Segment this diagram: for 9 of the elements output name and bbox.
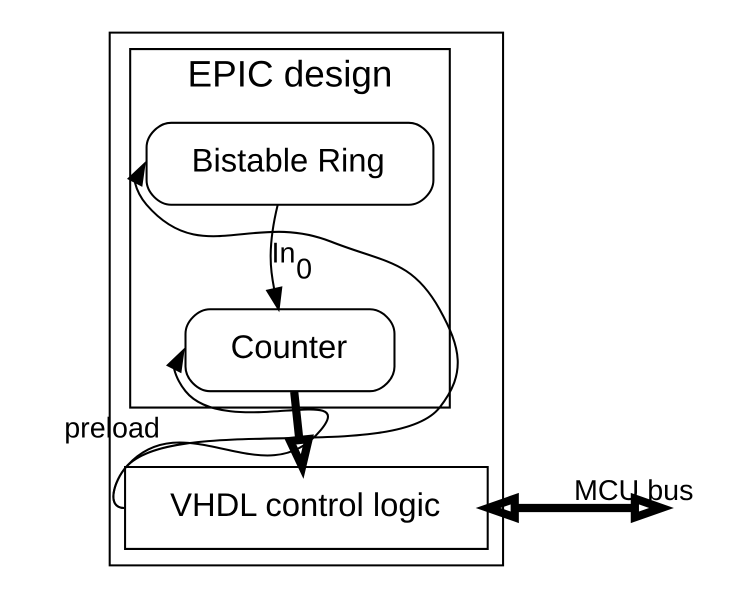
arrow — [283, 391, 314, 479]
arrow — [475, 492, 674, 524]
edge-label: MCU bus — [573, 475, 693, 508]
arrow — [112, 161, 458, 509]
node-box: Counter — [184, 308, 395, 392]
arrow — [265, 204, 282, 312]
node-box: Bistable Ring — [145, 122, 434, 206]
arrow — [112, 347, 328, 509]
node-box: VHDL control logic — [124, 466, 488, 550]
